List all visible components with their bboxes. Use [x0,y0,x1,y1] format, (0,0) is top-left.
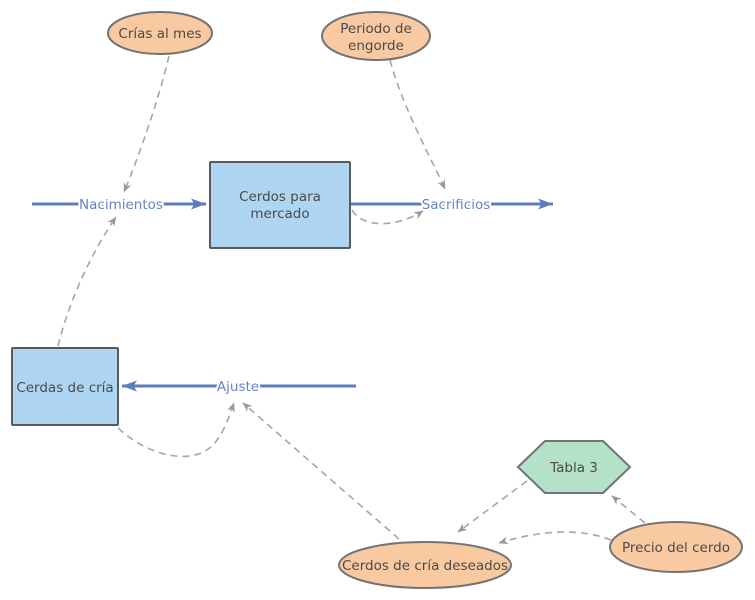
flow-label-nacimientos[interactable]: Nacimientos [77,195,165,215]
aux-periodo-de-engorde: Periodo de engorde [321,11,431,61]
aux-ellipse-precio-del-cerdo[interactable] [609,521,743,573]
flow-label-sacrificios[interactable]: Sacrificios [420,195,493,215]
stock-label: mercado [250,206,309,222]
connector-precio-del-cerdo-to-tabla3[interactable] [611,495,646,524]
lookup-label: Tabla 3 [549,460,598,476]
connector-precio-del-cerdo-to-cerdos-de-cria-deseados[interactable] [498,531,612,545]
connector-crias-al-mes-to-nacimientos[interactable] [123,55,170,193]
stock-cerdos-para-mercado: Cerdos para mercado [209,161,351,249]
aux-ellipse-cerdos-de-cria-deseados[interactable] [338,541,512,589]
aux-precio-del-cerdo: Precio del cerdo [609,521,743,573]
lookup-hexagon-tabla3[interactable] [516,440,632,494]
connector-cerdas-de-cria-to-nacimientos[interactable] [57,216,117,347]
connector-periodo-de-engorde-to-sacrificios[interactable] [389,59,446,190]
aux-label: Cerdos de cría deseados [342,558,508,574]
lookup-tabla3: Tabla 3 [516,440,632,494]
stock-label: Cerdos para [239,189,321,205]
aux-label: Precio del cerdo [622,540,730,556]
aux-label: Crías al mes [118,26,201,42]
connector-tabla3-to-cerdos-de-cria-deseados[interactable] [457,480,528,533]
aux-label: Periodo de [340,21,412,37]
aux-crias-al-mes: Crías al mes [107,11,213,55]
stock-box-cerdos-para-mercado[interactable] [209,161,351,249]
stock-label: Cerdas de cría [16,380,113,396]
stock-box-cerdas-de-cria[interactable] [11,347,119,426]
flow-label-ajuste[interactable]: Ajuste [215,377,261,397]
aux-cerdos-de-cria-deseados: Cerdos de cría deseados [338,541,512,589]
stock-cerdas-de-cria: Cerdas de cría [11,347,119,426]
aux-ellipse-periodo-de-engorde[interactable] [321,11,431,61]
connector-cerdos-para-mercado-to-sacrificios[interactable] [351,209,424,225]
connector-cerdas-de-cria-to-ajuste[interactable] [117,402,235,458]
connector-cerdos-de-cria-deseados-to-ajuste[interactable] [242,402,400,540]
aux-ellipse-crias-al-mes[interactable] [107,11,213,55]
aux-label: engorde [348,38,404,54]
